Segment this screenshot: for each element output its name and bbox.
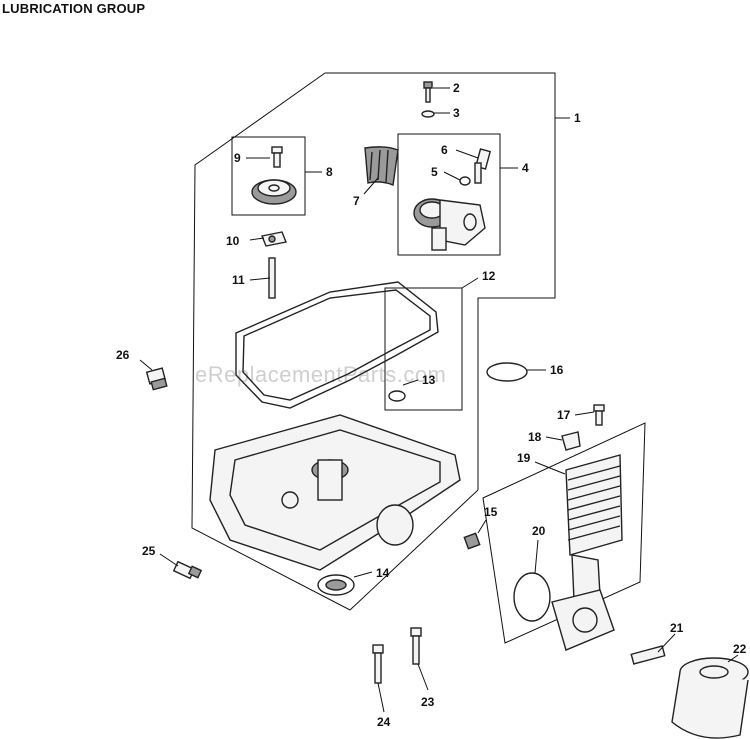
bracket-1-lower — [191, 72, 479, 611]
callout-11: 11 — [232, 273, 245, 287]
callout-25: 25 — [142, 544, 156, 558]
part-oil-pan — [209, 414, 461, 571]
part-nipple-21 — [630, 645, 666, 665]
callout-16: 16 — [550, 363, 564, 377]
callout-7: 7 — [353, 194, 360, 208]
callout-12: 12 — [482, 269, 496, 283]
part-bolt-2 — [423, 81, 433, 103]
callout-18: 18 — [528, 430, 542, 444]
callout-2: 2 — [453, 81, 460, 95]
part-oil-pump-4 — [413, 198, 486, 251]
page-title: LUBRICATION GROUP — [2, 1, 146, 16]
callout-19: 19 — [517, 451, 531, 465]
part-bolt-23 — [410, 627, 422, 665]
callout-4: 4 — [522, 161, 529, 175]
callout-23: 23 — [421, 695, 435, 709]
part-sender-25 — [172, 560, 203, 580]
part-gear-8 — [251, 179, 297, 205]
part-plug-15 — [463, 532, 481, 550]
callout-6: 6 — [441, 143, 448, 157]
part-gasket-12 — [235, 281, 439, 409]
assembly-outlines — [191, 72, 646, 644]
part-bearing-7 — [364, 146, 399, 186]
callout-labels: 2 3 1 4 5 6 7 8 9 10 11 12 13 14 15 16 1… — [116, 81, 747, 729]
bracket-4 — [397, 133, 501, 256]
part-oring-16 — [486, 362, 528, 382]
part-bolt-9 — [271, 146, 283, 168]
callout-9: 9 — [234, 151, 241, 165]
part-oil-filter-22 — [671, 657, 749, 739]
part-pin-6 — [474, 148, 492, 184]
callout-1: 1 — [574, 111, 581, 125]
callout-14: 14 — [376, 566, 390, 580]
bracket-12 — [384, 287, 463, 411]
part-clip-18 — [561, 431, 581, 451]
watermark: eReplacementParts.com — [195, 362, 446, 387]
callout-5: 5 — [431, 165, 438, 179]
callout-21: 21 — [670, 621, 684, 635]
callout-13: 13 — [422, 373, 436, 387]
part-bolt-24 — [372, 644, 384, 684]
callout-22: 22 — [733, 642, 747, 656]
bracket-8 — [231, 136, 306, 216]
bracket-1 — [325, 72, 556, 490]
part-oil-cooler-19 — [551, 454, 623, 651]
callout-3: 3 — [453, 106, 460, 120]
part-washer-3 — [421, 110, 435, 118]
leader-lines — [139, 87, 739, 713]
callout-8: 8 — [326, 165, 333, 179]
callout-20: 20 — [532, 524, 546, 538]
callout-17: 17 — [557, 408, 571, 422]
part-bolt-17 — [593, 404, 605, 426]
callout-26: 26 — [116, 348, 130, 362]
callout-24: 24 — [377, 715, 391, 729]
part-oring-20 — [513, 572, 551, 622]
part-oring-5 — [459, 176, 471, 186]
part-seal-14 — [317, 574, 355, 596]
part-plate-10 — [261, 231, 287, 247]
callout-10: 10 — [226, 234, 240, 248]
part-oring-13 — [388, 390, 406, 402]
part-plug-26 — [145, 367, 168, 391]
callout-15: 15 — [484, 505, 498, 519]
bracket-19 — [482, 422, 646, 644]
